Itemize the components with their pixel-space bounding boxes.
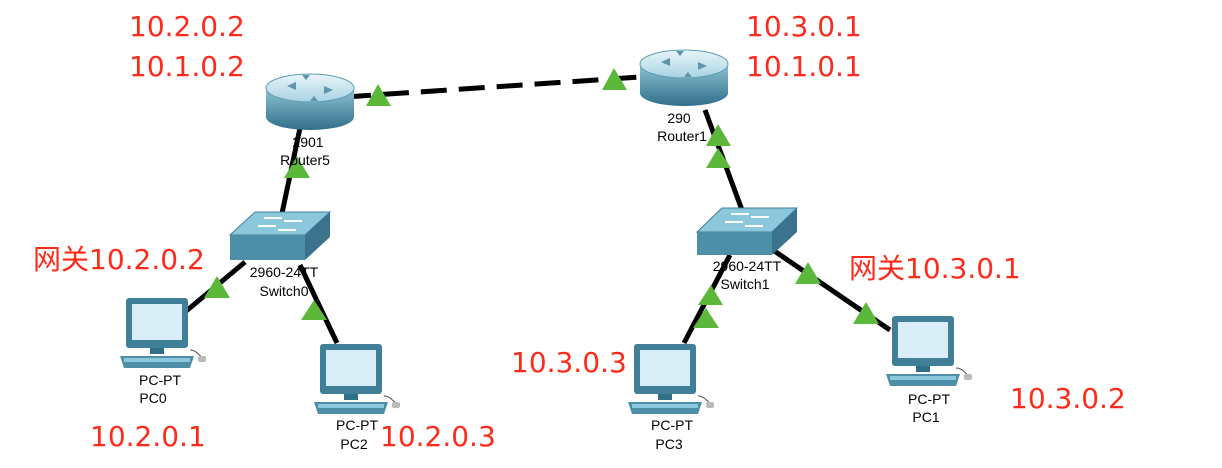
pc3-model: PC-PT <box>651 417 693 433</box>
gateway-right: 网关10.3.0.1 <box>849 252 1021 285</box>
pc1-ip: 10.3.0.2 <box>1010 382 1126 415</box>
pc0-name: PC0 <box>139 390 166 406</box>
pc3-ip: 10.3.0.3 <box>511 346 627 379</box>
pc0[interactable]: PC-PT PC0 <box>120 298 206 406</box>
router1[interactable]: 290 Router1 <box>639 49 729 144</box>
router1-ip-2: 10.1.0.1 <box>746 50 862 83</box>
pc-icon <box>628 344 714 414</box>
pc-icon <box>886 316 972 386</box>
pc2-ip: 10.2.0.3 <box>380 420 496 453</box>
link-up-indicator <box>204 276 230 298</box>
switch0-name: Switch0 <box>259 283 308 299</box>
pc0-ip: 10.2.0.1 <box>90 420 206 453</box>
pc0-model: PC-PT <box>139 372 181 388</box>
pc-icon <box>314 344 400 414</box>
router1-model: 290 <box>667 110 691 126</box>
router1-name: Router1 <box>657 128 707 144</box>
link-up-indicator <box>853 302 879 324</box>
router5-ip-2: 10.1.0.2 <box>129 50 245 83</box>
link-up-indicator <box>693 308 719 328</box>
switch1[interactable]: 2960-24TT Switch1 <box>695 207 799 292</box>
link-router5-router1[interactable] <box>344 74 641 100</box>
switch0[interactable]: 2960-24TT Switch0 <box>228 211 332 299</box>
pc2[interactable]: PC-PT PC2 <box>314 344 400 452</box>
pc1[interactable]: PC-PT PC1 <box>886 316 972 425</box>
pc1-name: PC1 <box>912 409 939 425</box>
link-up-indicator <box>602 68 627 90</box>
router1-ip-1: 10.3.0.1 <box>746 10 862 43</box>
link-up-indicator <box>795 262 821 284</box>
switch1-name: Switch1 <box>720 276 769 292</box>
link-up-indicator <box>301 300 327 320</box>
pc2-model: PC-PT <box>336 417 378 433</box>
link-switch0-pc2[interactable] <box>297 263 340 345</box>
link-indicators <box>204 68 879 328</box>
link-up-indicator <box>706 148 731 168</box>
link-up-indicator <box>284 156 310 178</box>
pc2-name: PC2 <box>340 436 367 452</box>
router5-name: Router5 <box>280 152 330 168</box>
router-icon <box>265 73 355 130</box>
router5[interactable]: 2901 Router5 <box>265 73 355 168</box>
router-icon <box>639 49 729 106</box>
link-up-indicator <box>366 84 391 106</box>
link-up-indicator <box>698 285 723 305</box>
switch0-model: 2960-24TT <box>250 264 319 280</box>
pc3-name: PC3 <box>655 436 682 452</box>
pc3[interactable]: PC-PT PC3 <box>628 344 714 452</box>
switch-icon <box>695 207 799 255</box>
switch1-model: 2960-24TT <box>713 258 782 274</box>
router5-ip-1: 10.2.0.2 <box>129 10 245 43</box>
gateway-left: 网关10.2.0.2 <box>33 243 205 276</box>
pc-icon <box>120 298 206 368</box>
link-up-indicator <box>706 124 731 146</box>
router5-model: 2901 <box>292 134 323 150</box>
pc1-model: PC-PT <box>908 391 950 407</box>
annotations: 10.2.0.2 10.1.0.2 10.3.0.1 10.1.0.1 网关10… <box>33 10 1126 453</box>
switch-icon <box>228 211 332 260</box>
